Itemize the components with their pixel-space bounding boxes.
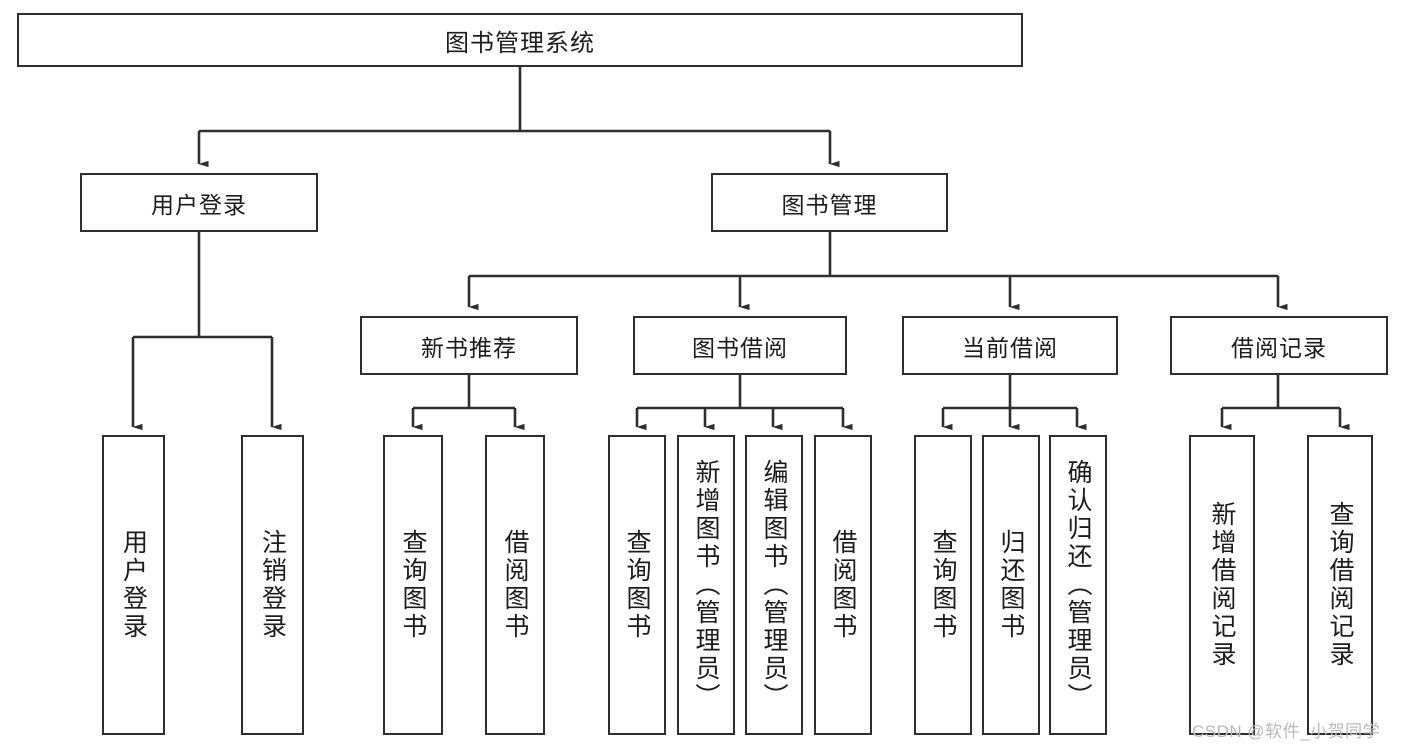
node-label: 查询图书 — [399, 529, 427, 641]
leaf-edit-book-admin[interactable]: 编辑图书（管理员） — [745, 435, 803, 735]
leaf-add-borrow-record[interactable]: 新增借阅记录 — [1189, 435, 1255, 735]
csdn-watermark: CSDN @软件_小贺同学 — [1192, 722, 1381, 741]
leaf-confirm-return-admin[interactable]: 确认归还（管理员） — [1049, 435, 1107, 735]
node-label: 用户登录 — [119, 529, 148, 641]
node-current-borrow[interactable]: 当前借阅 — [902, 316, 1118, 375]
node-label: 借阅图书 — [501, 529, 529, 641]
node-label: 注销登录 — [258, 529, 287, 641]
node-label: 图书管理 — [781, 191, 878, 218]
node-label: 确认归还（管理员） — [1064, 459, 1092, 711]
leaf-logout[interactable]: 注销登录 — [241, 435, 304, 735]
node-label: 查询图书 — [929, 529, 957, 641]
node-borrow-record[interactable]: 借阅记录 — [1170, 316, 1388, 375]
node-new-book-recommend[interactable]: 新书推荐 — [360, 316, 578, 375]
leaf-return-book[interactable]: 归还图书 — [982, 435, 1040, 735]
node-label: 用户登录 — [151, 191, 247, 218]
node-label: 归还图书 — [997, 529, 1025, 641]
node-label: 当前借阅 — [962, 334, 1058, 361]
node-book-management[interactable]: 图书管理 — [711, 173, 948, 232]
node-label: 借阅记录 — [1231, 334, 1327, 361]
node-user-login[interactable]: 用户登录 — [80, 173, 318, 232]
leaf-query-borrow-record[interactable]: 查询借阅记录 — [1307, 435, 1373, 735]
leaf-borrow-book-new[interactable]: 借阅图书 — [485, 435, 545, 735]
leaf-query-book-new[interactable]: 查询图书 — [383, 435, 443, 735]
leaf-query-book-current[interactable]: 查询图书 — [914, 435, 972, 735]
leaf-query-book-borrow[interactable]: 查询图书 — [608, 435, 666, 735]
node-label: 查询借阅记录 — [1326, 501, 1354, 669]
node-book-borrow[interactable]: 图书借阅 — [633, 316, 847, 375]
leaf-borrow-book[interactable]: 借阅图书 — [814, 435, 872, 735]
node-label: 借阅图书 — [829, 529, 857, 641]
node-label: 新书推荐 — [421, 334, 517, 361]
node-label: 图书管理系统 — [445, 29, 595, 57]
node-label: 图书借阅 — [692, 334, 788, 361]
node-label: 新增图书（管理员） — [692, 459, 720, 711]
node-label: 新增借阅记录 — [1208, 501, 1236, 669]
node-label: 查询图书 — [623, 529, 651, 641]
node-label: 编辑图书（管理员） — [760, 459, 788, 711]
node-root-system[interactable]: 图书管理系统 — [17, 13, 1023, 67]
leaf-add-book-admin[interactable]: 新增图书（管理员） — [677, 435, 735, 735]
leaf-user-login[interactable]: 用户登录 — [102, 435, 165, 735]
